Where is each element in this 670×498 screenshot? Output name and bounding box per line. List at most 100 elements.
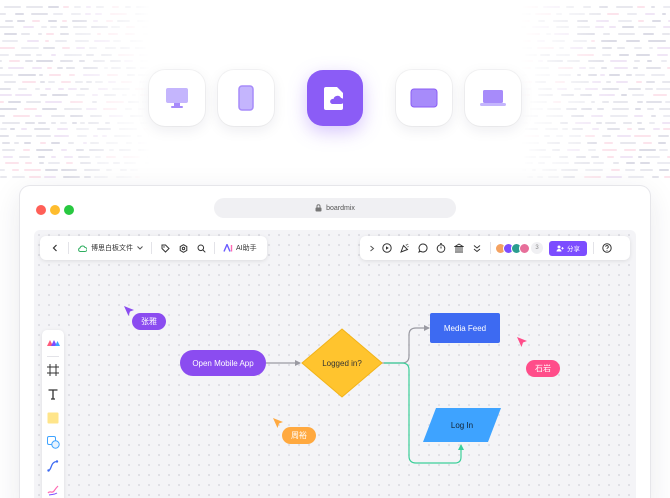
decor-dash: [80, 162, 91, 165]
decor-dash: [591, 155, 600, 158]
decor-dash: [613, 101, 628, 104]
library-button[interactable]: [450, 239, 468, 257]
decor-dash: [557, 67, 574, 70]
decor-dash: [601, 101, 609, 104]
timer-icon: [436, 243, 446, 253]
text-icon: [48, 389, 58, 400]
timer-button[interactable]: [432, 239, 450, 257]
decor-dash: [552, 40, 566, 42]
decor-dash: [149, 40, 150, 42]
maximize-dot[interactable]: [64, 205, 74, 215]
decor-dash: [71, 19, 88, 22]
decor-dash: [536, 176, 543, 178]
decor-dash: [2, 40, 19, 42]
more-button[interactable]: [468, 239, 486, 257]
help-button[interactable]: [598, 239, 616, 257]
top-right-toolbar: 3 分享: [360, 236, 630, 260]
minimize-dot[interactable]: [50, 205, 60, 215]
decor-dash: [611, 108, 629, 110]
tag-button[interactable]: [156, 239, 174, 257]
sticky-note-tool[interactable]: [46, 411, 60, 425]
decor-dash: [44, 40, 49, 42]
flow-node-feed[interactable]: Media Feed: [430, 313, 500, 343]
decor-dash: [571, 128, 584, 131]
decor-dash: [72, 26, 88, 29]
decor-dash: [56, 128, 68, 131]
present-button[interactable]: [378, 239, 396, 257]
pen-tool[interactable]: [46, 483, 60, 497]
back-button[interactable]: [46, 239, 64, 257]
file-menu[interactable]: 博思白板文件: [73, 243, 147, 253]
device-laptop-button[interactable]: [465, 70, 521, 126]
decor-dash: [635, 74, 645, 76]
flow-node-decision[interactable]: [300, 327, 384, 399]
divider: [593, 242, 594, 254]
frame-tool[interactable]: [46, 363, 60, 377]
text-tool[interactable]: [46, 387, 60, 401]
celebrate-button[interactable]: [396, 239, 414, 257]
gear-icon: [179, 243, 187, 253]
device-phone-button[interactable]: [218, 70, 274, 126]
decor-dash: [520, 94, 531, 97]
decor-dash: [38, 121, 47, 124]
decor-dash: [83, 169, 100, 172]
decor-dash: [74, 6, 82, 8]
close-dot[interactable]: [36, 205, 46, 215]
decor-dash: [560, 94, 574, 97]
decor-dash: [607, 12, 620, 15]
ai-assistant-button[interactable]: AI助手: [219, 243, 261, 253]
comment-button[interactable]: [414, 239, 432, 257]
decor-dash: [543, 6, 561, 8]
decor-dash: [60, 80, 72, 83]
decor-dash: [587, 74, 597, 76]
shape-tool[interactable]: [46, 435, 60, 449]
decor-dash: [551, 148, 560, 151]
decor-dash: [602, 135, 611, 138]
decor-dash: [146, 169, 150, 172]
decor-dash: [113, 162, 121, 165]
device-cloud-button[interactable]: [307, 70, 363, 126]
whiteboard-canvas[interactable]: 博思白板文件 AI助手: [34, 230, 636, 498]
decor-dash: [97, 87, 108, 90]
decor-dash: [580, 94, 592, 97]
decor-dash: [652, 128, 660, 131]
share-button[interactable]: 分享: [549, 240, 587, 256]
decor-dash: [112, 40, 122, 42]
share-label: 分享: [567, 246, 580, 253]
decor-dash: [537, 60, 543, 63]
decor-dash: [566, 6, 575, 8]
decor-dash: [124, 162, 137, 165]
decor-dash: [645, 155, 661, 158]
decor-dash: [76, 135, 87, 138]
decor-dash: [39, 80, 45, 83]
decor-dash: [55, 40, 68, 42]
connector-tool[interactable]: [46, 459, 60, 473]
collaborator-avatars[interactable]: 3: [495, 242, 543, 254]
decor-dash: [137, 142, 147, 144]
decor-dash: [16, 135, 33, 138]
collapse-toolbar-button[interactable]: [366, 239, 378, 257]
decor-dash: [607, 128, 620, 131]
settings-button[interactable]: [174, 239, 192, 257]
address-bar[interactable]: boardmix: [214, 198, 456, 218]
decor-dash: [585, 87, 598, 90]
decor-dash: [520, 87, 532, 90]
search-button[interactable]: [192, 239, 210, 257]
templates-tool[interactable]: [46, 336, 60, 350]
decor-dash: [50, 121, 57, 124]
decor-dash: [58, 87, 65, 90]
decor-dash: [130, 114, 143, 117]
collaborator-tag-2: 石岩: [526, 360, 560, 377]
avatar: [519, 242, 530, 254]
decor-dash: [520, 26, 527, 29]
ai-label: AI助手: [236, 245, 257, 252]
flow-node-feed-label: Media Feed: [443, 323, 487, 333]
decor-dash: [74, 40, 89, 42]
decor-dash: [0, 87, 12, 90]
device-tablet-button[interactable]: [396, 70, 452, 126]
device-desktop-button[interactable]: [149, 70, 205, 126]
decor-dash: [656, 162, 670, 165]
flow-node-login[interactable]: [422, 407, 502, 443]
flow-node-start[interactable]: Open Mobile App: [180, 350, 266, 376]
library-icon: [454, 243, 464, 253]
